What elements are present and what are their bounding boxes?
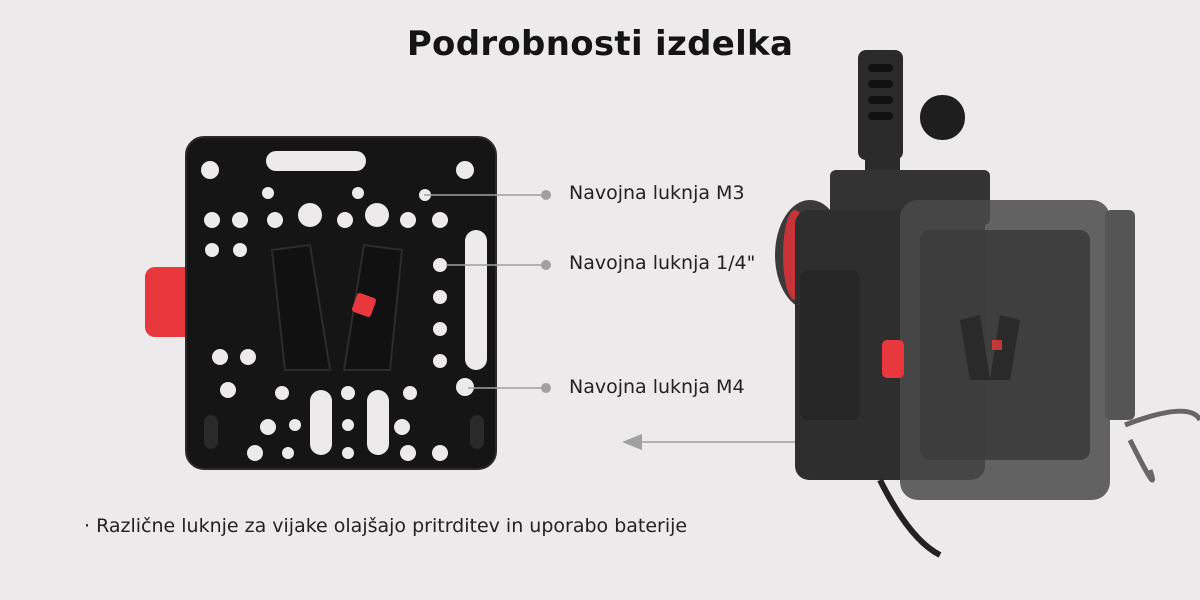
callout-label-quarter-inch: Navojna luknja 1/4" bbox=[569, 252, 756, 274]
callout-label-m3: Navojna luknja M3 bbox=[569, 182, 745, 204]
v-mount-plate-image bbox=[140, 135, 520, 480]
page-title: Podrobnosti izdelka bbox=[406, 24, 794, 64]
arrow-left-icon bbox=[622, 434, 642, 450]
callout-dot bbox=[541, 190, 551, 200]
callout-dot bbox=[541, 260, 551, 270]
feature-bullet: · Različne luknje za vijake olajšajo pri… bbox=[84, 515, 688, 537]
callout-dot bbox=[541, 383, 551, 393]
plate-body bbox=[185, 136, 497, 470]
callout-label-m4: Navojna luknja M4 bbox=[569, 376, 745, 398]
camera-with-plate-image bbox=[770, 40, 1200, 560]
